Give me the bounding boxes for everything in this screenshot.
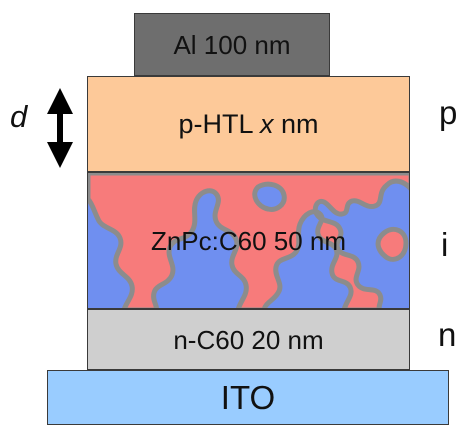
p-htl-layer: p-HTL x nm [87, 76, 410, 172]
n-c60-layer: n-C60 20 nm [87, 309, 410, 370]
arrow-down-head [47, 142, 73, 168]
p-htl-label-suffix: nm [273, 108, 319, 139]
red-phase-domains [88, 173, 409, 308]
al-electrode-layer: Al 100 nm [134, 13, 330, 76]
ito-substrate-layer: ITO [47, 370, 449, 425]
red-phase-island [375, 226, 409, 262]
n-c60-layer-label: n-C60 20 nm [173, 324, 324, 355]
p-htl-label-prefix: p-HTL [178, 108, 260, 139]
al-layer-label: Al 100 nm [173, 29, 291, 60]
n-region-label: n [438, 316, 457, 353]
bulk-heterojunction-morphology [88, 173, 409, 308]
p-htl-thickness-variable: x [260, 108, 274, 139]
p-htl-layer-label: p-HTL x nm [178, 108, 319, 139]
arrow-shaft [57, 112, 63, 144]
znpc-c60-active-layer: ZnPc:C60 50 nm [87, 172, 410, 309]
blue-phase-island [252, 181, 287, 212]
i-region-label: i [441, 226, 449, 263]
active-layer-label: ZnPc:C60 50 nm [150, 225, 347, 256]
p-region-label: p [439, 94, 458, 131]
double-vertical-arrow-icon [47, 88, 73, 168]
thickness-d-label: d [10, 99, 28, 134]
arrow-up-head [47, 88, 73, 114]
ito-layer-label: ITO [220, 379, 276, 416]
